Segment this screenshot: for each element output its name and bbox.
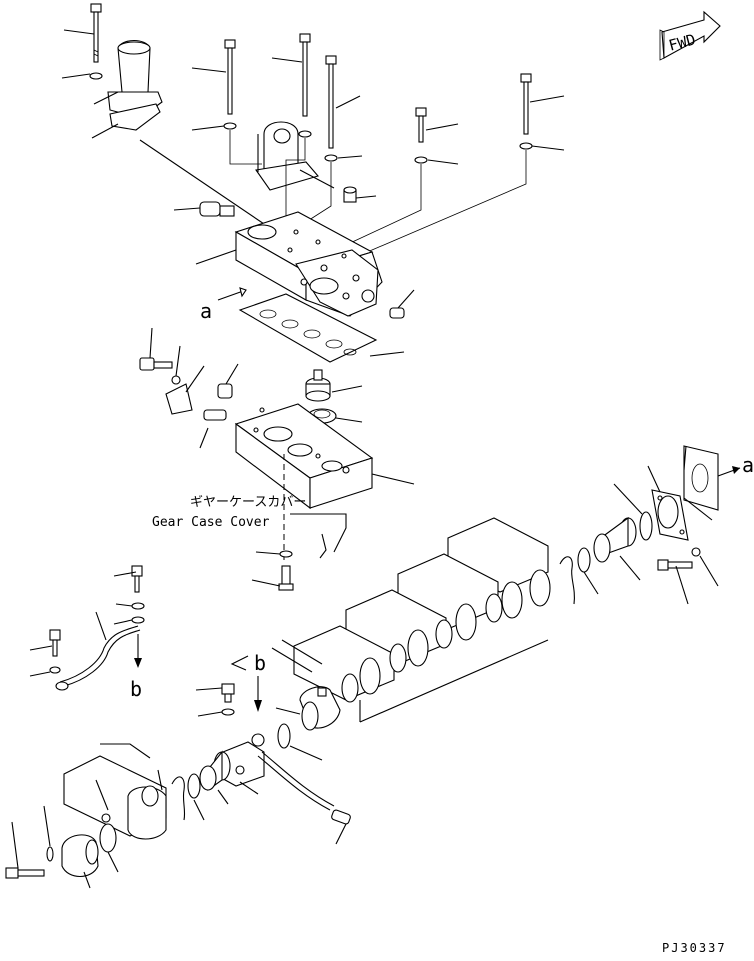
water-outlet-elbow [91, 39, 271, 229]
sensor-cable [257, 751, 351, 845]
outlet-connector [61, 834, 99, 889]
o-ring-left [187, 773, 205, 821]
thermostat [305, 369, 363, 402]
ground-bolt-small [29, 629, 61, 677]
bolt-washer-cover [251, 550, 294, 591]
connector-pipe-left [199, 750, 231, 805]
callout-b-center-text: b [254, 651, 266, 675]
plug-fitting [217, 363, 239, 399]
outlet-flange [647, 465, 689, 541]
drawing-number: PJ30337 [662, 941, 727, 955]
top-left-bolt [61, 3, 103, 80]
callout-b-center: b [230, 651, 266, 712]
outlet-bolt [5, 805, 54, 879]
upper-manifold [195, 211, 383, 317]
o-ring-mid [577, 547, 599, 595]
o-ring-right [613, 483, 653, 541]
lower-manifold [234, 403, 415, 510]
lifting-bracket [255, 121, 335, 191]
clip-spring-left [171, 776, 186, 821]
note-jp: ギヤーケースカバー [190, 495, 306, 510]
ground-bolt-set [113, 565, 145, 625]
clip-spring [559, 556, 575, 605]
note-en: Gear Case Cover [152, 515, 270, 530]
manifold-gasket [238, 293, 405, 363]
fwd-arrow-icon: FWD [659, 10, 721, 61]
o-ring-outlet [99, 823, 119, 873]
exhaust-manifold-sections [271, 517, 551, 723]
arrow-a-upper: a [200, 287, 247, 323]
arrow-a-right: a [742, 453, 754, 477]
gear-case-note: ギヤーケースカバー Gear Case Cover [152, 495, 306, 530]
bolt-right [657, 547, 719, 605]
callout-a: a [200, 299, 212, 323]
o-ring-center [277, 723, 323, 761]
outlet-housing-lower [63, 743, 167, 840]
end-elbow [275, 686, 341, 731]
flange-gasket-right: a [683, 445, 754, 521]
temperature-sensor-lower [199, 409, 227, 449]
temperature-sensor-upper [173, 201, 235, 217]
sensor-bolt [195, 683, 235, 717]
ground-wire: b [55, 611, 142, 701]
plug-right [389, 289, 415, 319]
connector-pipe-right [593, 516, 641, 581]
callout-b-left: b [130, 677, 142, 701]
gear-case-cover-outline [290, 513, 347, 559]
mounting-bracket-left [139, 327, 205, 415]
plug-small [343, 186, 377, 203]
bolt-group-center [191, 33, 565, 165]
